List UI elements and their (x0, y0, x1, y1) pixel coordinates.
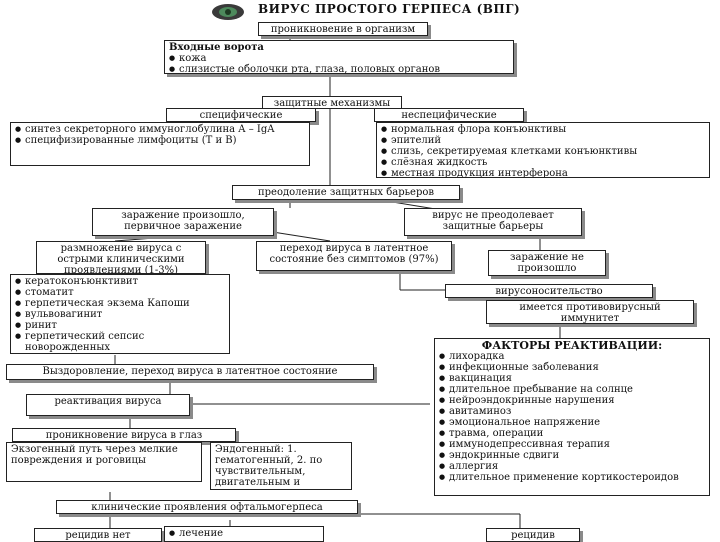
clinical-list: кератоконъюнктивит стоматит герпетическа… (15, 276, 225, 353)
clinical-eye-box: клинические проявления офтальмогерпеса (56, 500, 358, 514)
recovery-box: Выздоровление, переход вируса в латентно… (6, 364, 374, 380)
list-item: нормальная флора конъюнктивы (381, 124, 705, 135)
list-item: герпетическая экзема Капоши (15, 298, 225, 309)
list-item: лихорадка (439, 351, 705, 362)
specific-box: синтез секреторного иммуноглобулина A – … (10, 122, 310, 166)
list-item: местная продукция интерферона (381, 168, 705, 177)
reactivation-box: реактивация вируса (26, 394, 190, 416)
list-item: слизь, секретируемая клетками конъюнктив… (381, 146, 705, 157)
entry-gates-heading: Входные ворота (169, 42, 264, 53)
list-item: вакцинация (439, 373, 705, 384)
diagram-title: ВИРУС ПРОСТОГО ГЕРПЕСА (ВПГ) (258, 2, 521, 16)
no-infection-box: заражение не произошло (488, 250, 606, 276)
specific-label: специфические (166, 108, 316, 122)
list-item: ринит (15, 320, 225, 331)
list-item: слёзная жидкость (381, 157, 705, 168)
list-item: кератоконъюнктивит (15, 276, 225, 287)
list-item: синтез секреторного иммуноглобулина A – … (15, 124, 305, 135)
reactivation-factors-box: ФАКТОРЫ РЕАКТИВАЦИИ: лихорадка инфекцион… (434, 338, 710, 496)
entry-gates-box: Входные ворота кожа слизистые оболочки р… (164, 40, 514, 74)
list-item: специфизированные лимфоциты (T и B) (15, 135, 305, 146)
list-item: иммунодепрессивная терапия (439, 439, 705, 450)
immunity-box: имеется противовирусный иммунитет (486, 300, 694, 324)
penetration-box: проникновение в организм (258, 22, 428, 36)
defense-mechanisms-box: защитные механизмы (262, 96, 402, 109)
list-item: эпителий (381, 135, 705, 146)
list-item: эндокринные сдвиги (439, 450, 705, 461)
list-item: длительное применение кортикостероидов (439, 472, 705, 483)
list-item: травма, операции (439, 428, 705, 439)
list-item: аллергия (439, 461, 705, 472)
list-item: стоматит (15, 287, 225, 298)
primary-infection-box: заражение произошло, первичное заражение (92, 208, 274, 236)
endogenous-box: Эндогенный: 1. гематогенный, 2. по чувст… (210, 442, 352, 490)
eye-penetration-box: проникновение вируса в глаз (12, 428, 236, 442)
no-overcome-box: вирус не преодолевает защитные барьеры (404, 208, 582, 236)
clinical-manifestations-box: кератоконъюнктивит стоматит герпетическа… (10, 274, 230, 354)
replication-box: размножение вируса с острыми клиническим… (36, 241, 206, 274)
exogenous-box: Экзогенный путь через мелкие повреждения… (6, 442, 202, 482)
list-item: авитаминоз (439, 406, 705, 417)
nonspecific-list: нормальная флора конъюнктивы эпителий сл… (381, 124, 705, 177)
specific-list: синтез секреторного иммуноглобулина A – … (15, 124, 305, 146)
nonspecific-label: неспецифические (374, 108, 524, 122)
list-item: инфекционные заболевания (439, 362, 705, 373)
list-item: нейроэндокринные нарушения (439, 395, 705, 406)
list-item: кожа (169, 53, 509, 64)
list-item: лечение (169, 528, 319, 539)
factors-heading: ФАКТОРЫ РЕАКТИВАЦИИ: (481, 339, 663, 352)
nonspecific-box: нормальная флора конъюнктивы эпителий сл… (376, 122, 710, 178)
list-item: герпетический сепсис новорожденных (15, 331, 225, 353)
list-item: слизистые оболочки рта, глаза, половых о… (169, 64, 509, 73)
treatment-list: лечение (169, 528, 319, 539)
virus-icon (208, 2, 248, 22)
overcome-barriers-box: преодоление защитных барьеров (232, 185, 460, 200)
factors-list: лихорадка инфекционные заболевания вакци… (439, 351, 705, 483)
latent-box: переход вируса в латентное состояние без… (256, 241, 452, 271)
list-item: эмоциональное напряжение (439, 417, 705, 428)
entry-gates-list: кожа слизистые оболочки рта, глаза, поло… (169, 53, 509, 73)
list-item: длительное пребывание на солнце (439, 384, 705, 395)
virus-carrier-box: вирусоносительство (445, 284, 653, 298)
list-item: вульвовагинит (15, 309, 225, 320)
